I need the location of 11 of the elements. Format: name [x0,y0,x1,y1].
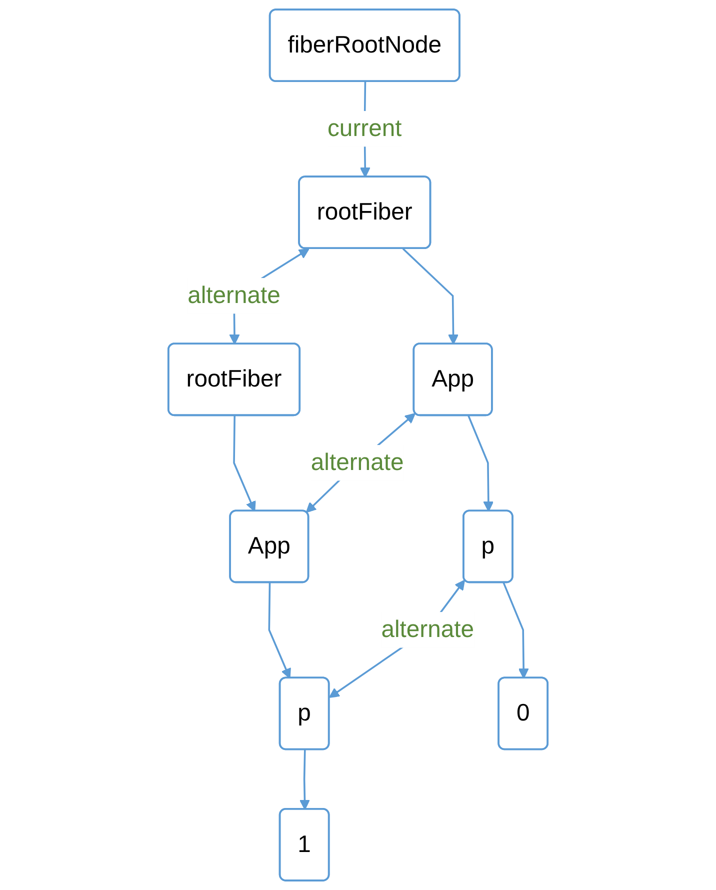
arrow [299,750,310,810]
arrow [502,582,529,679]
edge-label: alternate [381,616,474,644]
arrow [233,416,256,512]
edge-label: alternate [310,450,404,476]
arrow [402,248,459,345]
edge-label: alternate [188,282,280,309]
arrow [268,582,291,679]
arrow [306,413,416,513]
edge-label: current [327,116,402,142]
arrow [468,415,494,512]
